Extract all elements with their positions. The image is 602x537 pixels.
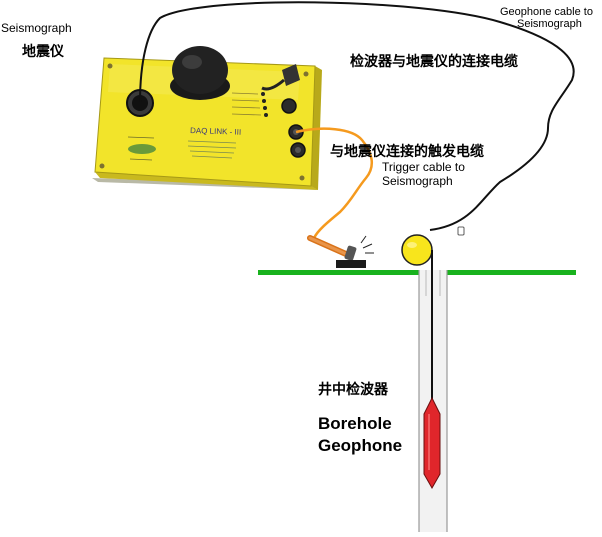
borehole-geophone-label-en-1: Borehole bbox=[318, 414, 392, 433]
geophone-cable-label-en-1: Geophone cable to bbox=[500, 6, 593, 18]
geophone-cable-label-en-2: Seismograph bbox=[517, 18, 582, 30]
seismograph-label-en: Seismograph bbox=[1, 21, 72, 35]
seismograph-device: DAQ LINK - III bbox=[92, 46, 322, 190]
device-top-face bbox=[94, 57, 316, 187]
device-logo bbox=[128, 144, 156, 154]
trigger-cable-label-en-1: Trigger cable to bbox=[382, 160, 465, 174]
seismograph-label-cn: 地震仪 bbox=[22, 44, 64, 60]
trigger-hammer bbox=[307, 235, 374, 268]
geophone-cable bbox=[139, 1, 575, 231]
borehole-geophone-label-en-2: Geophone bbox=[318, 436, 403, 455]
trigger-cable-label-cn: 与地震仪连接的触发电缆 bbox=[330, 144, 484, 160]
device-panel-title: DAQ LINK - III bbox=[190, 126, 241, 137]
ground-surface bbox=[258, 270, 576, 275]
cable-connector bbox=[457, 226, 465, 236]
trigger-cable-label-en-2: Seismograph bbox=[382, 174, 453, 188]
borehole-geophone-sensor bbox=[423, 396, 441, 490]
geophone-cable-label-cn: 检波器与地震仪的连接电缆 bbox=[350, 54, 518, 70]
pulley-wheel bbox=[401, 234, 433, 266]
trigger-cable bbox=[295, 127, 374, 239]
borehole-geophone-label-cn: 井中检波器 bbox=[318, 382, 388, 398]
